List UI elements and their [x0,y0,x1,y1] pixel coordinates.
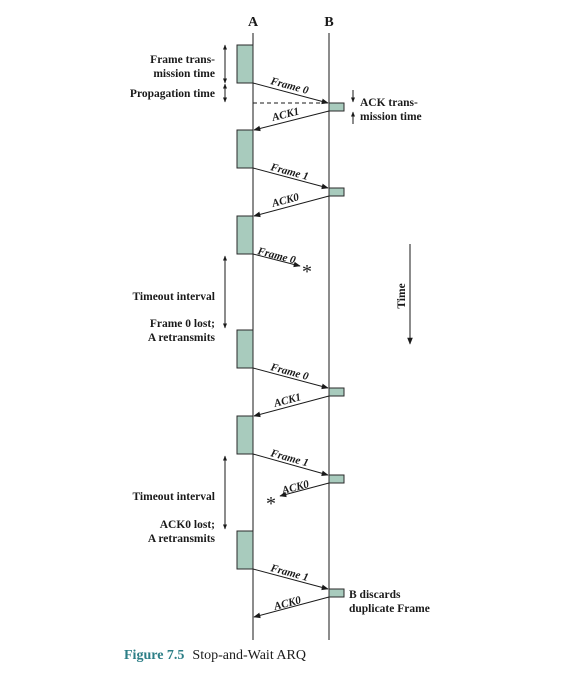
ack-block-b-1 [328,102,345,112]
msg-ack0-lost: ACK0 [280,478,311,497]
ack-block-b-5 [328,588,345,598]
frame-block-a-6 [236,530,254,570]
figure-number: Figure 7.5 [124,648,185,663]
station-b-label: B [324,15,333,30]
discard-label-2: duplicate Frame [349,603,430,615]
lost-ack-mark: * [266,493,276,515]
lost-frame-mark: * [302,261,312,283]
timeout-label-2: Timeout interval [132,491,215,503]
arrow-ack1-2 [253,395,330,418]
arrow-frame1-1 [252,167,329,190]
arrow-ack1-1 [253,110,330,132]
station-a-label: A [248,15,259,30]
ack-tx-label-1: ACK trans- [360,97,418,109]
frame-block-a-4 [236,329,254,369]
ack-tx-label-2: mission time [360,111,422,123]
arrow-frame1-2 [252,453,329,476]
frame-tx-label-2: mission time [153,68,215,80]
arrow-frame0-2 [252,367,329,390]
frame-tx-label-1: Frame trans- [150,54,215,66]
msg-frame1-1: Frame 1 [268,161,310,183]
msg-frame0-lost: Frame 0 [255,245,297,267]
msg-frame0-2: Frame 0 [268,361,310,383]
arrow-ack0-1 [253,195,330,218]
lost-label-2b: A retransmits [148,533,216,545]
arrow-ack0-lost [279,482,330,498]
msg-frame1-2: Frame 1 [268,447,310,469]
arrow-frame0-lost [252,253,301,268]
msg-ack1-1: ACK1 [270,106,301,125]
msg-frame1-3: Frame 1 [268,562,310,584]
ack-block-b-4 [328,474,345,484]
propagation-label: Propagation time [130,88,215,100]
time-label: Time [396,283,408,308]
lost-label-1b: A retransmits [148,332,216,344]
lost-label-2a: ACK0 lost; [160,519,215,531]
frame-block-a-2 [236,129,254,169]
arrow-frame1-3 [252,568,329,591]
arrow-frame0-1 [252,82,329,105]
discard-label-1: B discards [349,589,401,601]
figure-caption: Figure 7.5 Stop-and-Wait ARQ [124,648,306,664]
lost-label-1a: Frame 0 lost; [150,318,215,330]
figure-title: Stop-and-Wait ARQ [192,648,306,663]
timeout-label-1: Timeout interval [132,291,215,303]
ack-block-b-3 [328,387,345,397]
msg-ack0-2: ACK0 [272,594,303,613]
frame-block-a-5 [236,415,254,455]
msg-frame0-1: Frame 0 [268,75,310,97]
frame-block-a-3 [236,215,254,255]
ack-block-b-2 [328,187,345,197]
frame-block-a-1 [236,44,254,84]
arrow-ack0-2 [253,596,330,619]
